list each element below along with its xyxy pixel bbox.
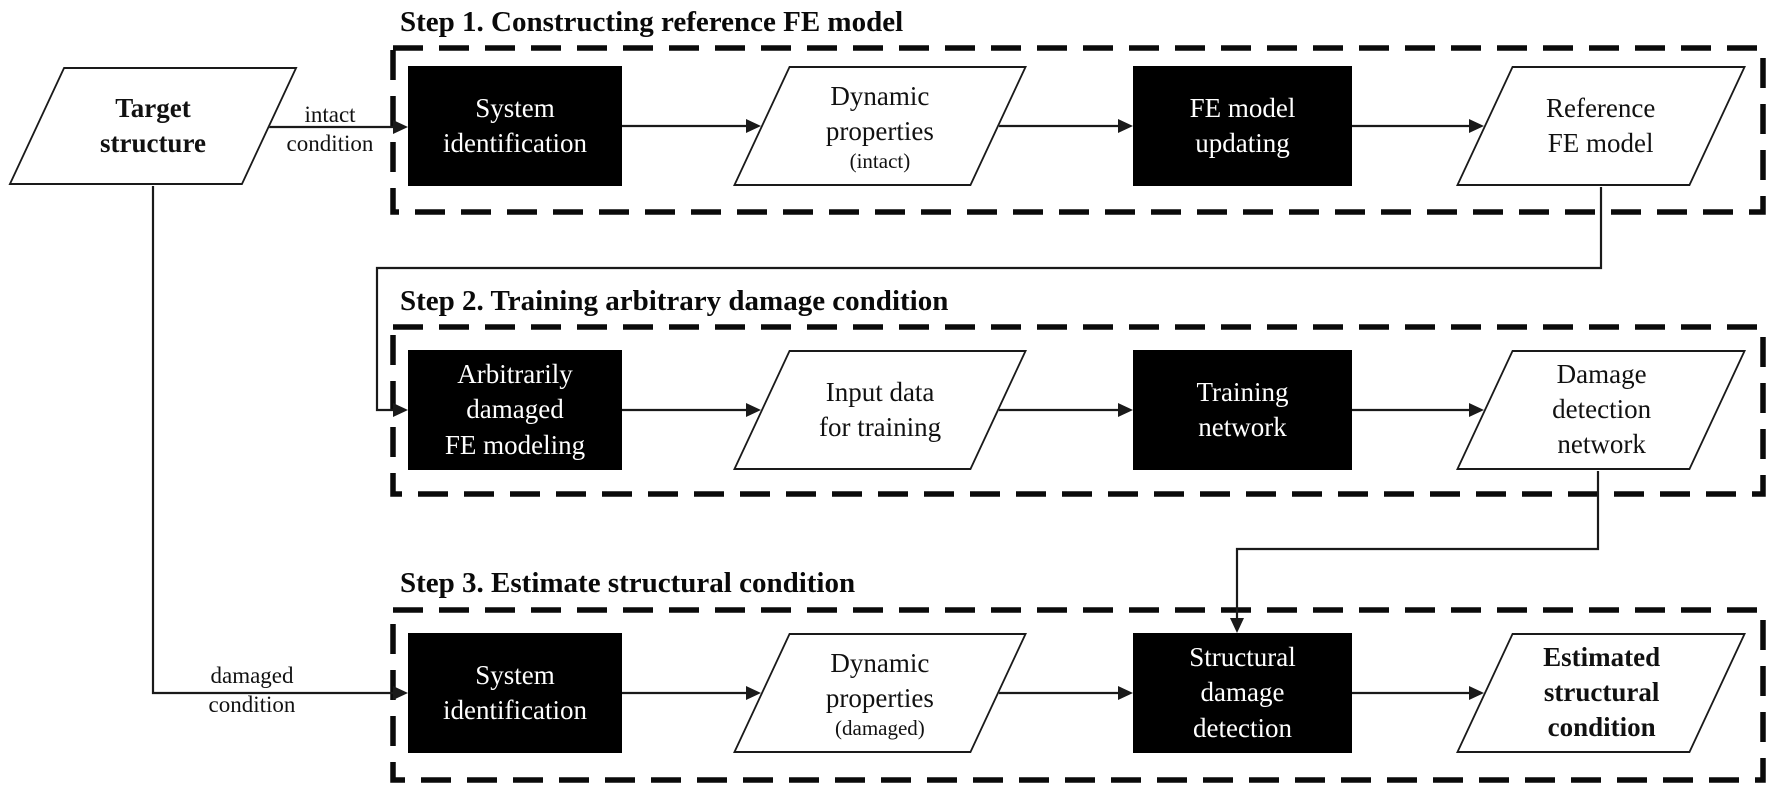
arrowhead-icon xyxy=(1118,686,1133,700)
node-label-line: Damage xyxy=(1556,359,1646,390)
node-label-line: System xyxy=(475,659,555,690)
arrowhead-icon xyxy=(393,403,408,417)
node-label-line: Target xyxy=(115,92,191,123)
node-input-data-for-training: Input data for training xyxy=(733,350,1027,470)
step1-title: Step 1. Constructing reference FE model xyxy=(400,6,904,38)
edge-label-intact-condition: intact condition xyxy=(255,100,405,158)
connector-target-to-sysid3 xyxy=(151,186,393,695)
edge-label-line: condition xyxy=(208,692,296,717)
node-label-line: properties xyxy=(826,682,934,713)
node-label-line: for training xyxy=(818,412,942,442)
node-label-line: System xyxy=(475,92,555,123)
arrowhead-icon xyxy=(393,686,408,700)
edge-label-line: damaged xyxy=(210,663,294,688)
node-label-subline: (damaged) xyxy=(835,716,925,741)
node-label-subline: (intact) xyxy=(849,149,911,174)
node-label-line: FE model xyxy=(1548,128,1654,158)
node-label-line: Reference xyxy=(1546,92,1656,123)
connector-ddnetwork-to-sdd xyxy=(1235,471,1600,619)
node-label-line: FE modeling xyxy=(444,429,586,460)
node-label-line: Arbitrarily xyxy=(457,359,573,390)
node-label-line: updating xyxy=(1195,128,1290,158)
node-label-line: Structural xyxy=(1189,642,1296,673)
node-label-line: properties xyxy=(826,115,934,146)
step3-title: Step 3. Estimate structural condition xyxy=(400,567,856,599)
edge-label-line: condition xyxy=(286,131,374,156)
node-label-line: Dynamic xyxy=(830,647,930,678)
node-label-line: network xyxy=(1556,429,1646,460)
node-system-identification-step1: System identification xyxy=(408,66,622,186)
node-label-line: detection xyxy=(1551,394,1651,425)
node-damage-detection-network: Damage detection network xyxy=(1456,350,1746,470)
node-dynamic-properties-intact: Dynamic properties (intact) xyxy=(733,66,1027,186)
node-label-line: damage xyxy=(1200,677,1285,708)
node-arbitrarily-damaged-fe-modeling: Arbitrarily damaged FE modeling xyxy=(408,350,622,470)
edge-label-line: intact xyxy=(304,102,356,127)
node-label-line: detection xyxy=(1193,712,1292,743)
node-label-line: network xyxy=(1198,412,1287,442)
node-label-line: Dynamic xyxy=(830,80,930,111)
node-label-line: Training xyxy=(1196,376,1289,407)
node-fe-model-updating: FE model updating xyxy=(1133,66,1352,186)
arrowhead-icon xyxy=(1230,618,1244,633)
node-label-line: condition xyxy=(1546,712,1656,743)
node-label-line: damaged xyxy=(466,394,564,425)
node-label-line: Input data xyxy=(825,376,935,407)
node-reference-fe-model: Reference FE model xyxy=(1456,66,1746,186)
node-label-line: FE model xyxy=(1189,92,1296,123)
node-label-line: Estimated xyxy=(1542,642,1660,673)
node-training-network: Training network xyxy=(1133,350,1352,470)
node-system-identification-step3: System identification xyxy=(408,633,622,753)
node-dynamic-properties-damaged: Dynamic properties (damaged) xyxy=(733,633,1027,753)
node-label-line: structural xyxy=(1543,677,1659,708)
arrowhead-icon xyxy=(1118,119,1133,133)
node-label-line: identification xyxy=(443,695,587,725)
node-label-line: structure xyxy=(100,128,206,158)
node-estimated-structural-condition: Estimated structural condition xyxy=(1456,633,1746,753)
step2-title: Step 2. Training arbitrary damage condit… xyxy=(400,285,949,317)
arrowhead-icon xyxy=(1118,403,1133,417)
edge-label-damaged-condition: damaged condition xyxy=(177,661,327,719)
node-label-line: identification xyxy=(443,128,587,158)
node-structural-damage-detection: Structural damage detection xyxy=(1133,633,1352,753)
